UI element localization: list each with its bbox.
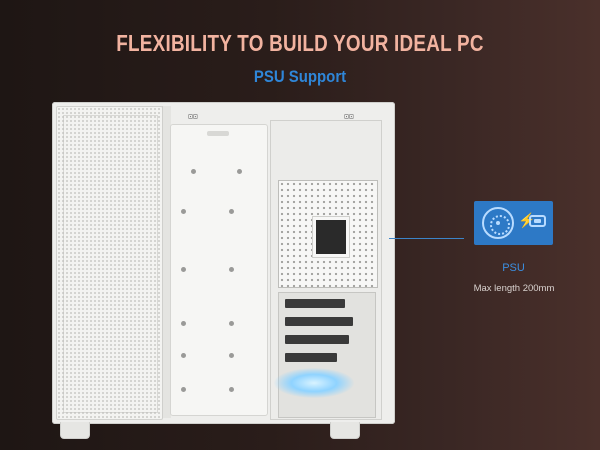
panel-hole: [191, 169, 196, 174]
panel-hole: [229, 387, 234, 392]
psu-brand-logo: [312, 216, 350, 258]
panel-hole: [181, 267, 186, 272]
slot-bracket: [285, 317, 353, 326]
case-foot: [60, 422, 90, 439]
panel-hole: [229, 209, 234, 214]
lock-mark: ⊡⊡: [188, 112, 198, 121]
panel-slot: [207, 131, 229, 136]
panel-hole: [181, 209, 186, 214]
psu-icon: ⚡: [474, 201, 553, 245]
case-divider: [162, 106, 171, 418]
callout-leader-line: [389, 238, 464, 239]
rgb-fan-glow: [274, 368, 354, 398]
slot-bracket: [285, 299, 345, 308]
page-subtitle: PSU Support: [253, 67, 347, 86]
psu-label: PSU: [502, 262, 525, 274]
psu-max-length: Max length 200mm: [473, 283, 555, 294]
panel-hole: [181, 353, 186, 358]
expansion-slot-area: [278, 292, 376, 418]
front-mesh-panel: [56, 106, 163, 420]
pc-case-image: ⊡⊡ ⊡⊡: [52, 102, 395, 440]
plug-icon: [529, 215, 546, 227]
panel-hole: [181, 387, 186, 392]
power-supply-unit: [278, 180, 378, 288]
slot-bracket: [285, 353, 337, 362]
fan-icon: [482, 207, 514, 239]
panel-hole: [181, 321, 186, 326]
panel-hole: [229, 321, 234, 326]
page-title: FLEXIBILITY TO BUILD YOUR IDEAL PC: [116, 30, 484, 56]
lock-mark: ⊡⊡: [344, 112, 354, 121]
slot-bracket: [285, 335, 349, 344]
panel-hole: [229, 267, 234, 272]
cable-management-panel: [170, 124, 268, 416]
case-foot: [330, 422, 360, 439]
panel-hole: [237, 169, 242, 174]
panel-hole: [229, 353, 234, 358]
